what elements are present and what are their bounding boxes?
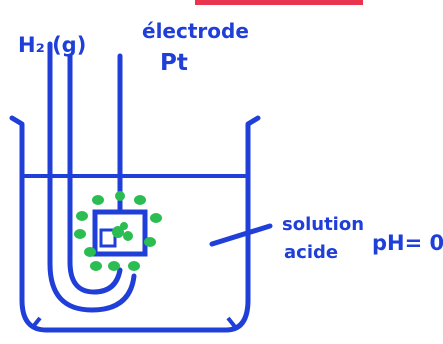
bubble	[123, 231, 133, 241]
bubble	[92, 195, 104, 205]
electrode-material-label: Pt	[160, 50, 188, 76]
hydrogen-bubbles	[74, 191, 162, 271]
bubble	[150, 213, 162, 223]
bubble	[120, 222, 128, 230]
beaker	[9, 115, 261, 333]
bubble	[74, 229, 86, 239]
bubble	[134, 195, 146, 205]
bubble	[90, 261, 102, 271]
solution-pointer	[209, 223, 273, 247]
solution-label: solution	[282, 214, 364, 235]
bubble	[115, 191, 125, 201]
ph-label: pH= 0	[372, 231, 443, 255]
electrode-label: électrode	[142, 19, 249, 43]
gas-tube-inner	[67, 53, 123, 295]
acid-label: acide	[284, 242, 338, 263]
beaker-base-marks	[30, 316, 238, 330]
bubble	[108, 261, 120, 271]
gas-tube-outer	[47, 41, 137, 313]
red-strip	[195, 0, 363, 5]
gas-label: H₂ (g)	[18, 33, 86, 57]
platinum-plate	[92, 209, 148, 257]
bubble	[76, 211, 88, 221]
bubble	[112, 226, 124, 238]
bubble	[144, 237, 156, 247]
platinum-plate-inner	[99, 228, 117, 248]
bubble	[84, 247, 96, 257]
bubble	[128, 261, 140, 271]
